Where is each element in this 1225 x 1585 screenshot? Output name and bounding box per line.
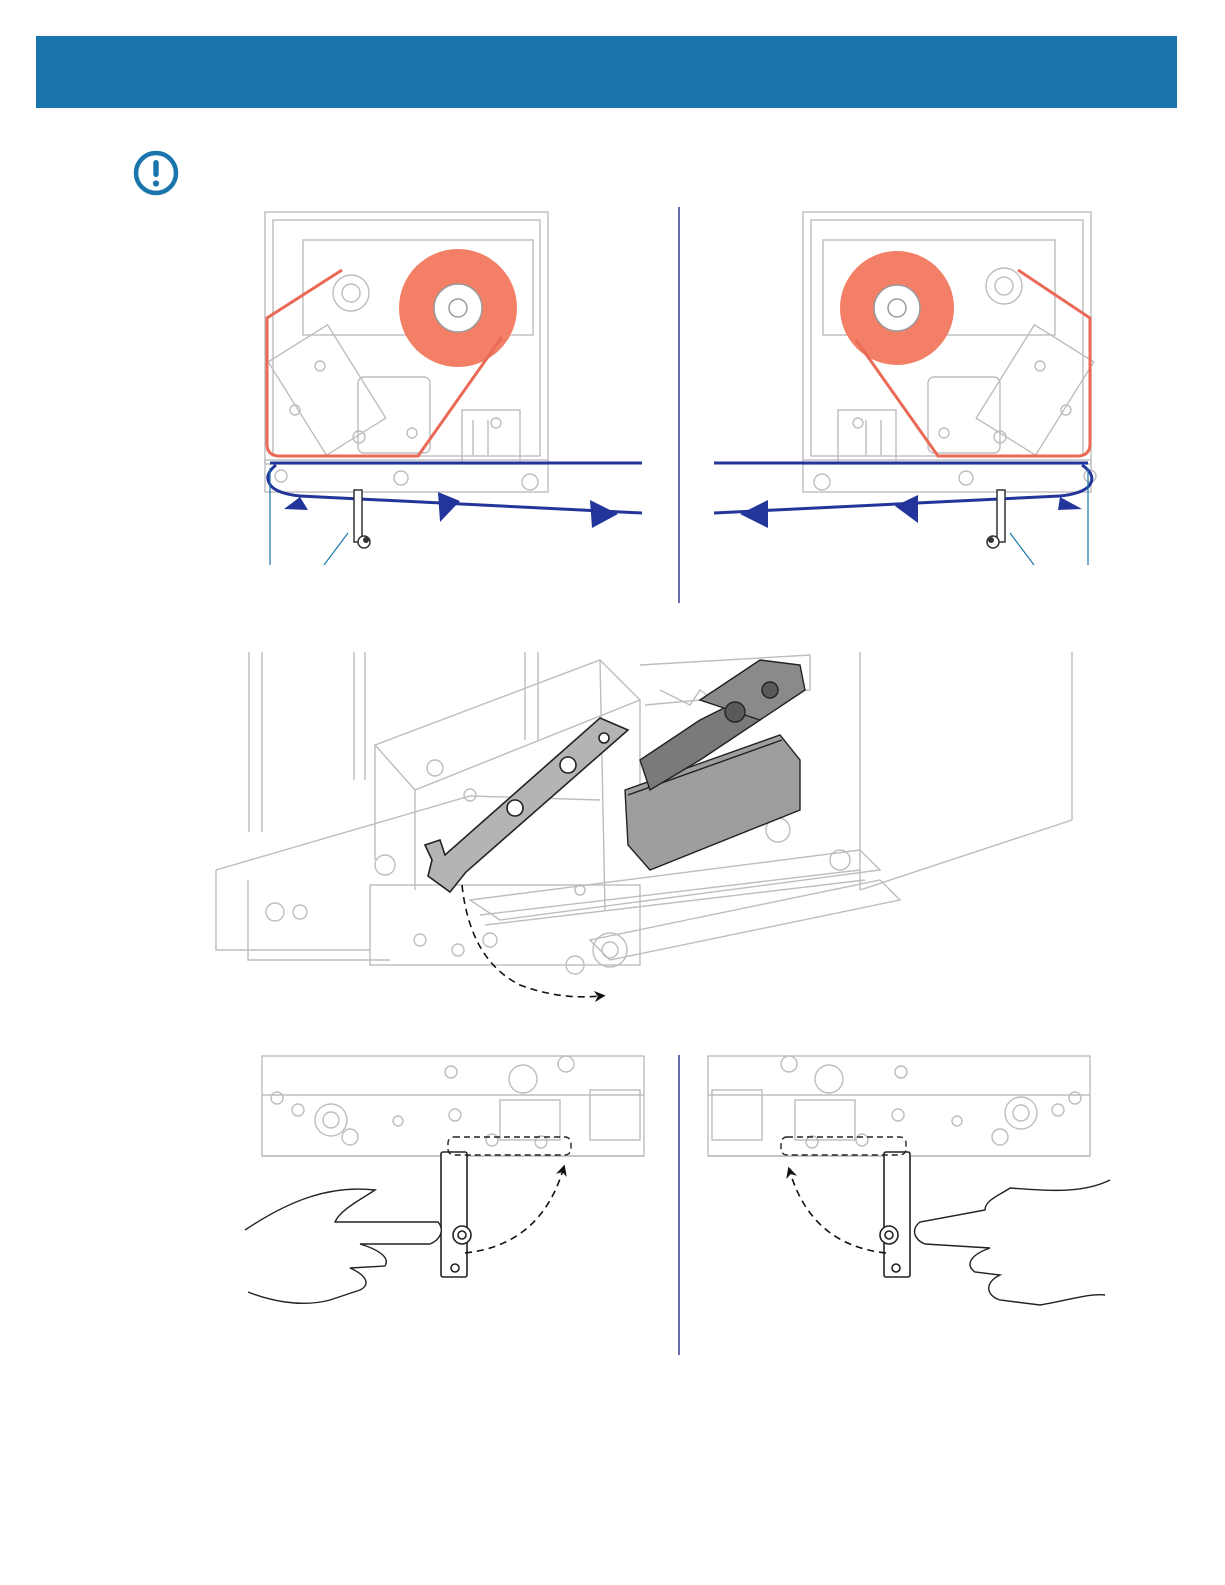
media-arrow xyxy=(284,497,308,510)
ribbon-path-right-hand-panel xyxy=(265,212,642,565)
media-arrow xyxy=(590,500,618,528)
hand-icon xyxy=(245,1189,441,1303)
rotate-direction-arrow xyxy=(465,1170,563,1253)
callout-line xyxy=(324,533,348,565)
media-guide-close-right-hand-panel xyxy=(245,1056,644,1303)
media-arrow xyxy=(740,500,768,528)
media-arrow xyxy=(438,492,460,522)
media-arrow xyxy=(1058,497,1082,510)
printhead-assembly xyxy=(625,660,805,870)
media-guide[interactable] xyxy=(880,1152,910,1277)
callout-line xyxy=(1010,533,1034,565)
media-guide[interactable] xyxy=(441,1152,471,1277)
printhead-open-lever-panel xyxy=(216,652,1072,997)
media-arrow xyxy=(895,495,918,523)
hand-icon xyxy=(915,1180,1110,1305)
ribbon-path-left-hand-panel xyxy=(714,212,1096,565)
printhead-open-lever[interactable] xyxy=(425,718,628,892)
rotate-direction-arrow xyxy=(790,1172,886,1253)
media-guide-close-left-hand-panel xyxy=(708,1056,1110,1305)
